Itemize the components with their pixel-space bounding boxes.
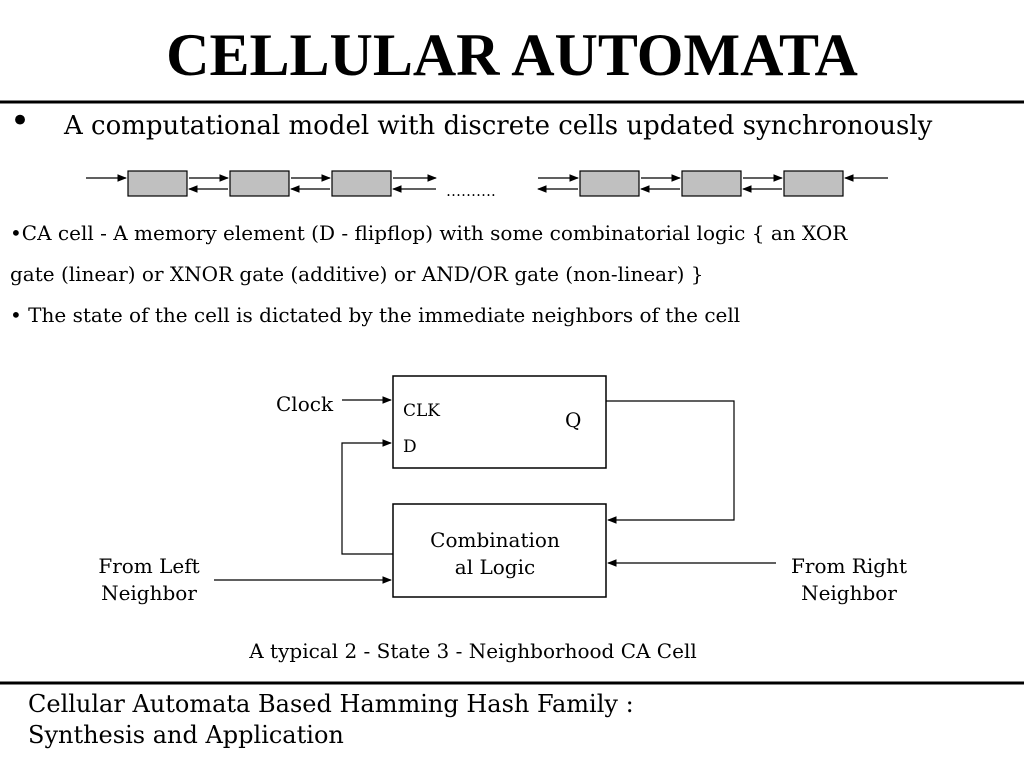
logic-label-line-1: Combination [430,528,560,552]
logic-label-line-2: al Logic [455,555,535,579]
diagram-caption: A typical 2 - State 3 - Neighborhood CA … [248,639,696,663]
chain-cell [579,170,640,197]
left-neighbor-label-line-2: Neighbor [101,581,197,605]
footer-line-1: Cellular Automata Based Hamming Hash Fam… [28,690,634,718]
q-feedback-wire [606,400,735,524]
chain-cell [783,170,844,197]
combinational-logic-box [392,503,607,598]
footer-line-2: Synthesis and Application [28,721,344,749]
chain-cell [681,170,742,197]
d-flipflop-box [392,375,607,469]
right-neighbor-label-line-2: Neighbor [801,581,897,605]
bullet-main-text: A computational model with discrete cell… [63,111,933,141]
logic-to-d-wire [341,439,393,555]
body-line-2: gate (linear) or XNOR gate (additive) or… [10,262,704,286]
chain-cell [127,170,188,197]
ca-cell-diagram: CLK D Q Combination al Logic Clock From … [98,375,907,663]
bullet-dot: • [10,101,30,141]
d-pin-label: D [403,437,417,457]
clk-pin-label: CLK [403,401,440,421]
clock-label: Clock [276,392,334,416]
body-line-1: •CA cell - A memory element (D - flipflo… [10,221,848,245]
slide-title: CELLULAR AUTOMATA [166,22,858,88]
chain-cell [229,170,290,197]
cell-chain [86,170,888,197]
chain-ellipsis: ………. [446,182,496,200]
q-pin-label: Q [565,408,581,432]
body-line-3: • The state of the cell is dictated by t… [10,303,740,327]
left-neighbor-label-line-1: From Left [98,554,199,578]
chain-cell [331,170,392,197]
right-neighbor-label-line-1: From Right [791,554,907,578]
